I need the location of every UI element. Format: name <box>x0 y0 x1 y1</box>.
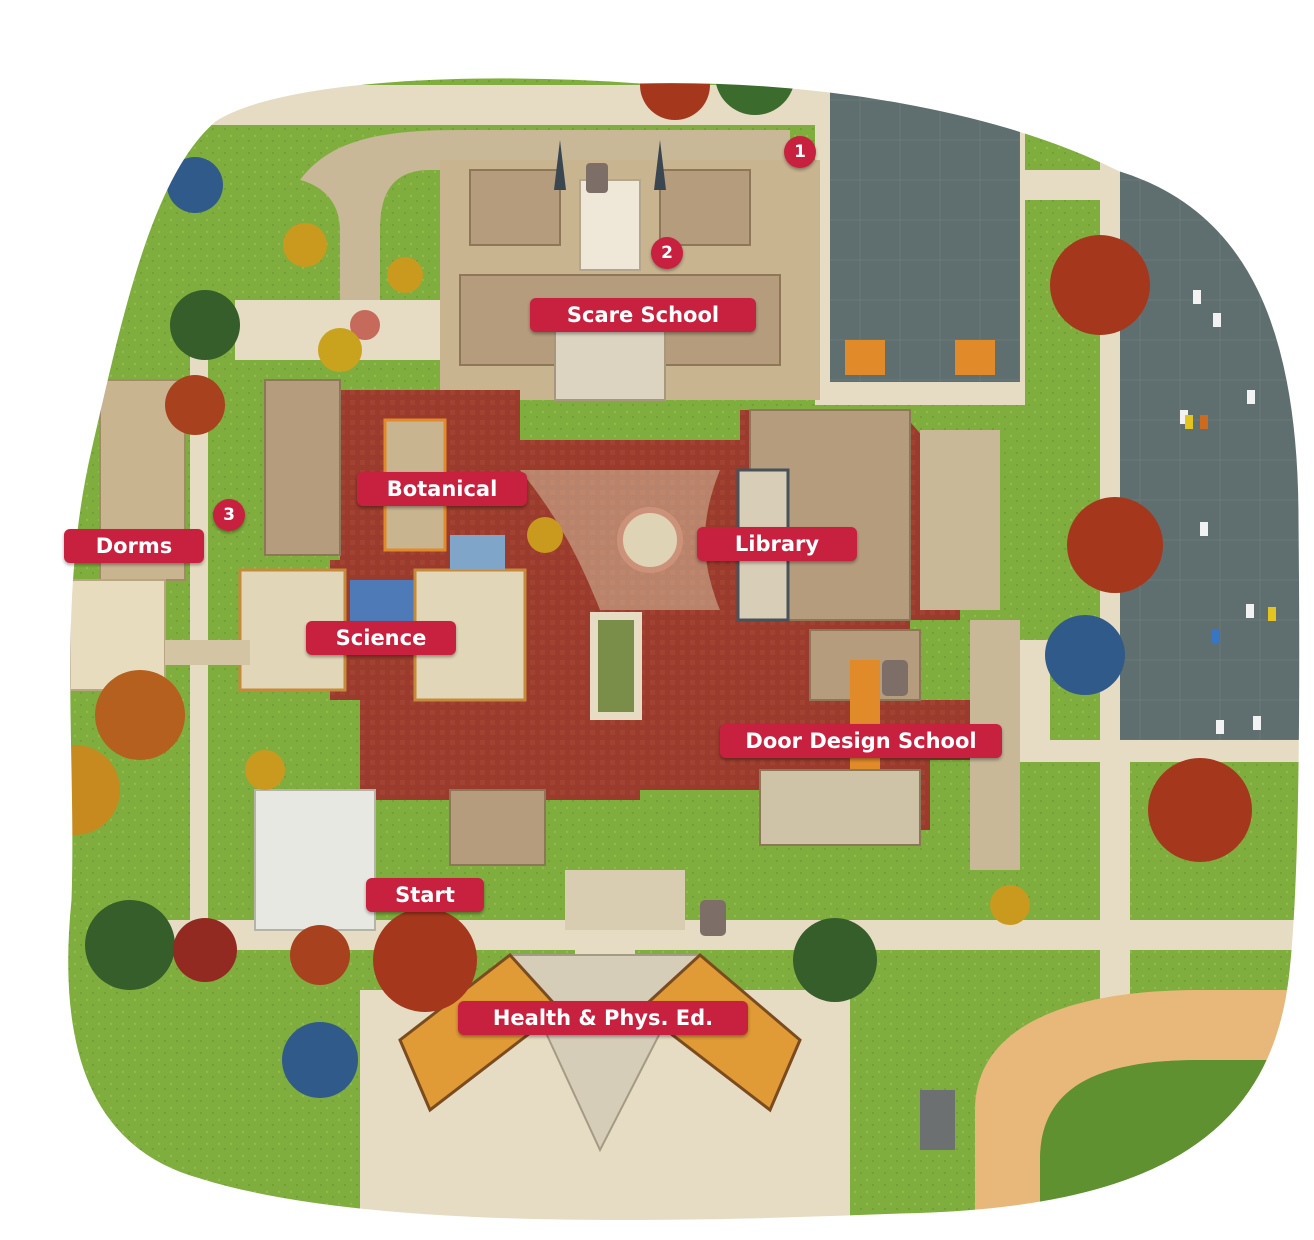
label-dorms[interactable]: Dorms <box>64 529 204 563</box>
label-health-phys-ed[interactable]: Health & Phys. Ed. <box>458 1001 748 1035</box>
parking-lot-north <box>830 92 1020 382</box>
trees <box>66 76 1252 1098</box>
marker-1[interactable]: 1 <box>784 136 816 168</box>
marker-3[interactable]: 3 <box>213 499 245 531</box>
label-science[interactable]: Science <box>306 621 456 655</box>
label-botanical[interactable]: Botanical <box>357 472 527 506</box>
label-scare-school[interactable]: Scare School <box>530 298 756 332</box>
label-door-design-school[interactable]: Door Design School <box>720 724 1002 758</box>
marker-2[interactable]: 2 <box>651 237 683 269</box>
label-start[interactable]: Start <box>366 878 484 912</box>
label-library[interactable]: Library <box>697 527 857 561</box>
parking-lot-east <box>1120 170 1301 740</box>
running-track <box>975 990 1301 1222</box>
